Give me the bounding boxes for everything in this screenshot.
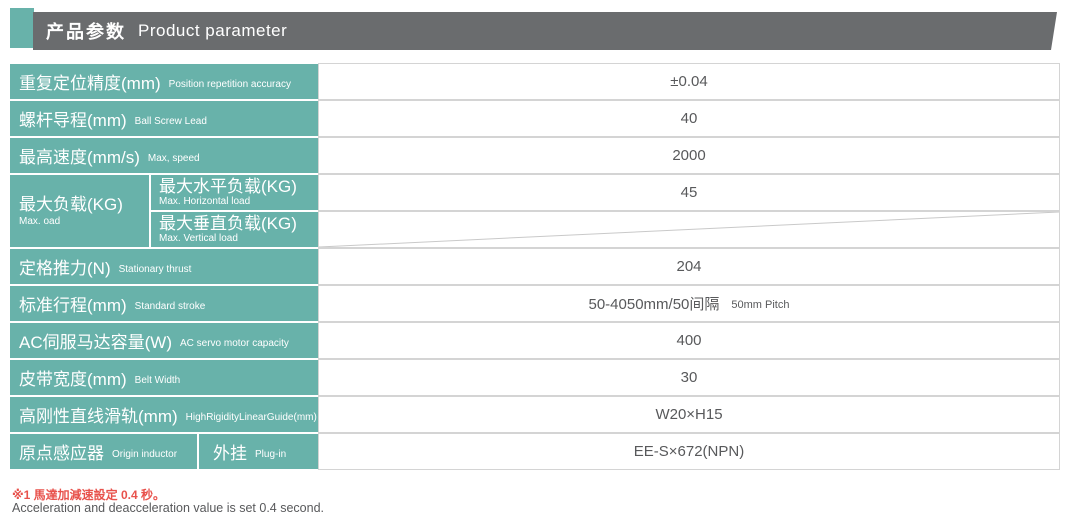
table-row-repetition: 重复定位精度(mm) Position repetition accuracy … <box>10 63 1060 100</box>
row-sublabel: 最大水平负载(KG) Max. Horizontal load <box>149 174 318 211</box>
row-value: EE-S×672(NPN) <box>318 433 1060 470</box>
max-load-subrows: 最大水平负载(KG) Max. Horizontal load 45 最大垂直负… <box>149 174 1060 248</box>
row-label-zh: 原点感应器 <box>19 444 104 463</box>
table-row-horizontal-load: 最大水平负载(KG) Max. Horizontal load 45 <box>149 174 1060 211</box>
row-label-plug-in: 外挂 Plug-in <box>199 433 318 470</box>
page-title-zh: 产品参数 <box>46 22 126 42</box>
row-label-zh: 定格推力(N) <box>19 259 111 278</box>
row-label-en: Max. Horizontal load <box>159 196 251 208</box>
row-value: 2000 <box>318 137 1060 174</box>
footnote-zh: ※1 馬達加減速設定 0.4 秒。 <box>12 488 166 502</box>
row-label-en: Max, speed <box>147 153 200 164</box>
row-label: 标准行程(mm) Standard stroke <box>10 285 318 322</box>
row-label-en: AC servo motor capacity <box>179 338 289 349</box>
row-label: 螺杆导程(mm) Ball Screw Lead <box>10 100 318 137</box>
table-row-stationary-thrust: 定格推力(N) Stationary thrust 204 <box>10 248 1060 285</box>
row-label: 皮带宽度(mm) Belt Width <box>10 359 318 396</box>
table-row-max-speed: 最高速度(mm/s) Max, speed 2000 <box>10 137 1060 174</box>
row-label-zh: 最大垂直负载(KG) <box>159 213 297 233</box>
row-label-en: Position repetition accuracy <box>168 79 291 90</box>
product-parameter-table: 重复定位精度(mm) Position repetition accuracy … <box>10 63 1060 470</box>
row-value: ±0.04 <box>318 63 1060 100</box>
table-row-vertical-load: 最大垂直负载(KG) Max. Vertical load <box>149 211 1060 248</box>
row-value: 400 <box>318 322 1060 359</box>
row-label-en: Max. oad <box>19 216 61 228</box>
row-value: 40 <box>318 100 1060 137</box>
table-row-belt-width: 皮带宽度(mm) Belt Width 30 <box>10 359 1060 396</box>
row-label-en: Ball Screw Lead <box>134 116 207 127</box>
row-label: 高刚性直线滑轨(mm) HighRigidityLinearGuide(mm) <box>10 396 318 433</box>
row-label-zh: AC伺服马达容量(W) <box>19 333 172 352</box>
row-label: 定格推力(N) Stationary thrust <box>10 248 318 285</box>
row-label-en: Belt Width <box>134 375 181 386</box>
row-label: AC伺服马达容量(W) AC servo motor capacity <box>10 322 318 359</box>
row-label-zh: 螺杆导程(mm) <box>19 111 127 130</box>
header-accent-square <box>10 8 34 48</box>
stroke-value-note: 50mm Pitch <box>731 298 790 311</box>
table-row-origin-inductor: 原点感应器 Origin inductor 外挂 Plug-in EE-S×67… <box>10 433 1060 470</box>
table-rowgroup-max-load: 最大负载(KG) Max. oad 最大水平负载(KG) Max. Horizo… <box>10 174 1060 248</box>
row-label-zh: 外挂 <box>213 444 247 463</box>
footnote-en: Acceleration and deacceleration value is… <box>12 501 324 515</box>
row-value: 204 <box>318 248 1060 285</box>
row-sublabel: 最大垂直负载(KG) Max. Vertical load <box>149 211 318 248</box>
table-row-screw-lead: 螺杆导程(mm) Ball Screw Lead 40 <box>10 100 1060 137</box>
row-label-en: Max. Vertical load <box>159 233 238 245</box>
row-value: 50-4050mm/50间隔 50mm Pitch <box>318 285 1060 322</box>
row-value: 45 <box>318 174 1060 211</box>
row-value-not-applicable <box>318 211 1060 248</box>
row-label-split: 原点感应器 Origin inductor 外挂 Plug-in <box>10 433 318 470</box>
row-label-en: Origin inductor <box>112 449 178 460</box>
row-label-en: Stationary thrust <box>118 264 192 275</box>
not-applicable-slash-icon <box>319 212 1059 247</box>
row-label-zh: 重复定位精度(mm) <box>19 74 161 93</box>
page-title-en: Product parameter <box>138 21 288 40</box>
table-row-servo-capacity: AC伺服马达容量(W) AC servo motor capacity 400 <box>10 322 1060 359</box>
row-value: W20×H15 <box>318 396 1060 433</box>
row-label-en: Standard stroke <box>134 301 206 312</box>
row-label-zh: 高刚性直线滑轨(mm) <box>19 407 178 426</box>
stroke-value: 50-4050mm/50间隔 <box>588 296 720 313</box>
header-bar: 产品参数 Product parameter <box>33 12 1057 50</box>
row-label-zh: 标准行程(mm) <box>19 296 127 315</box>
row-value: 30 <box>318 359 1060 396</box>
row-label: 最高速度(mm/s) Max, speed <box>10 137 318 174</box>
row-label-zh: 皮带宽度(mm) <box>19 370 127 389</box>
row-label-en: Plug-in <box>255 449 287 460</box>
row-label-en: HighRigidityLinearGuide(mm) <box>185 412 317 423</box>
row-label-zh: 最高速度(mm/s) <box>19 148 140 167</box>
row-label-zh: 最大水平负载(KG) <box>159 176 297 196</box>
table-row-linear-guide: 高刚性直线滑轨(mm) HighRigidityLinearGuide(mm) … <box>10 396 1060 433</box>
table-row-standard-stroke: 标准行程(mm) Standard stroke 50-4050mm/50间隔 … <box>10 285 1060 322</box>
row-label-origin-inductor: 原点感应器 Origin inductor <box>10 433 199 470</box>
row-label: 重复定位精度(mm) Position repetition accuracy <box>10 63 318 100</box>
row-label-zh: 最大负载(KG) <box>19 194 123 214</box>
row-label-max-load: 最大负载(KG) Max. oad <box>10 174 149 248</box>
